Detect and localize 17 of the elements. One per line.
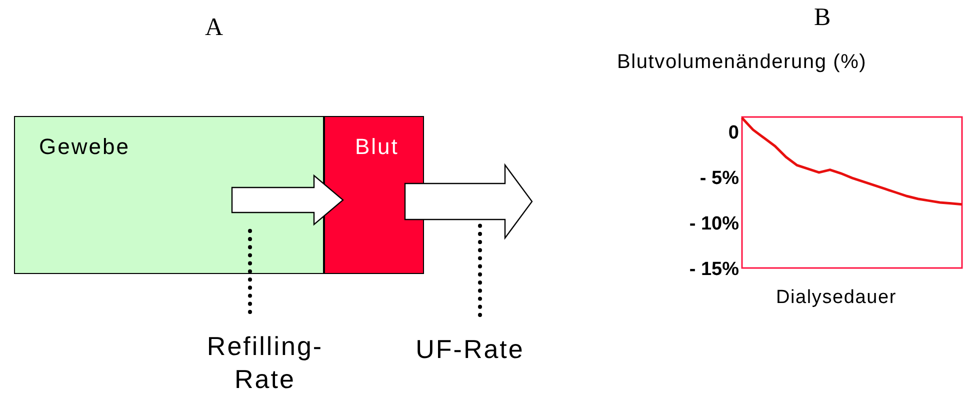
block-arrow <box>404 163 533 240</box>
chart-title: Blutvolumenänderung (%) <box>617 51 867 74</box>
rate-label: UF-Rate <box>414 333 526 366</box>
panel-letter: B <box>814 4 831 32</box>
box-label: Gewebe <box>39 133 130 160</box>
box-label: Blut <box>355 133 399 160</box>
tick-label: - 10% <box>689 214 739 235</box>
tissue-box <box>14 116 324 274</box>
blood-box <box>324 116 424 274</box>
tick-label: 0 <box>728 122 739 144</box>
rate-label: Refilling- Rate <box>206 330 324 395</box>
tick-label: - 5% <box>700 168 739 190</box>
tick-label: - 15% <box>689 259 739 280</box>
axis-title: Dialysedauer <box>776 287 896 309</box>
block-arrow <box>231 174 344 226</box>
panel-letter: A <box>205 14 224 42</box>
leader-line <box>478 222 482 317</box>
